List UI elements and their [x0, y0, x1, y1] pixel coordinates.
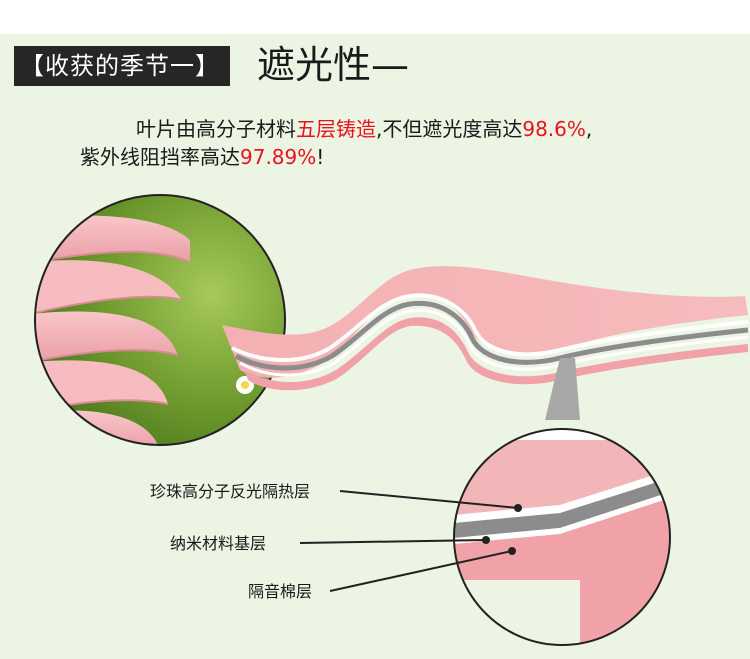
wavy-layered-sheet: [222, 266, 749, 391]
description-line-1: 叶片由高分子材料五层铸造,不但遮光度高达98.6%,: [136, 114, 592, 144]
desc-text: 紫外线阻挡率高达: [80, 145, 240, 169]
pointer-line-1: [339, 490, 519, 509]
pointer-line-2: [299, 539, 487, 544]
desc-text: !: [316, 145, 325, 169]
pointer-dot-2: [482, 536, 490, 544]
layer-label-reflective: 珍珠高分子反光隔热层: [150, 482, 311, 501]
section-title: 遮光性—: [257, 43, 410, 87]
layer-label-soundproof: 隔音棉层: [248, 582, 313, 601]
desc-highlight: 98.6%: [522, 117, 586, 141]
section-badge: 【收获的季节一】: [14, 46, 230, 86]
pointer-dot-3: [508, 547, 516, 555]
pointer-dot-1: [514, 504, 522, 512]
desc-text: ,: [585, 117, 593, 141]
top-white-strip: [0, 0, 750, 34]
desc-highlight: 97.89%: [240, 145, 317, 169]
desc-highlight: 五层铸造: [296, 117, 376, 141]
pointer-line-3: [329, 550, 513, 592]
slat-closeup-circle: [35, 195, 285, 445]
zoom-beam: [545, 358, 580, 420]
desc-text: ,不但遮光度高达: [376, 117, 523, 141]
desc-text: 叶片由高分子材料: [136, 117, 296, 141]
description-line-2: 紫外线阻挡率高达97.89%!: [80, 142, 324, 172]
layer-label-nano-base: 纳米材料基层: [170, 534, 267, 553]
